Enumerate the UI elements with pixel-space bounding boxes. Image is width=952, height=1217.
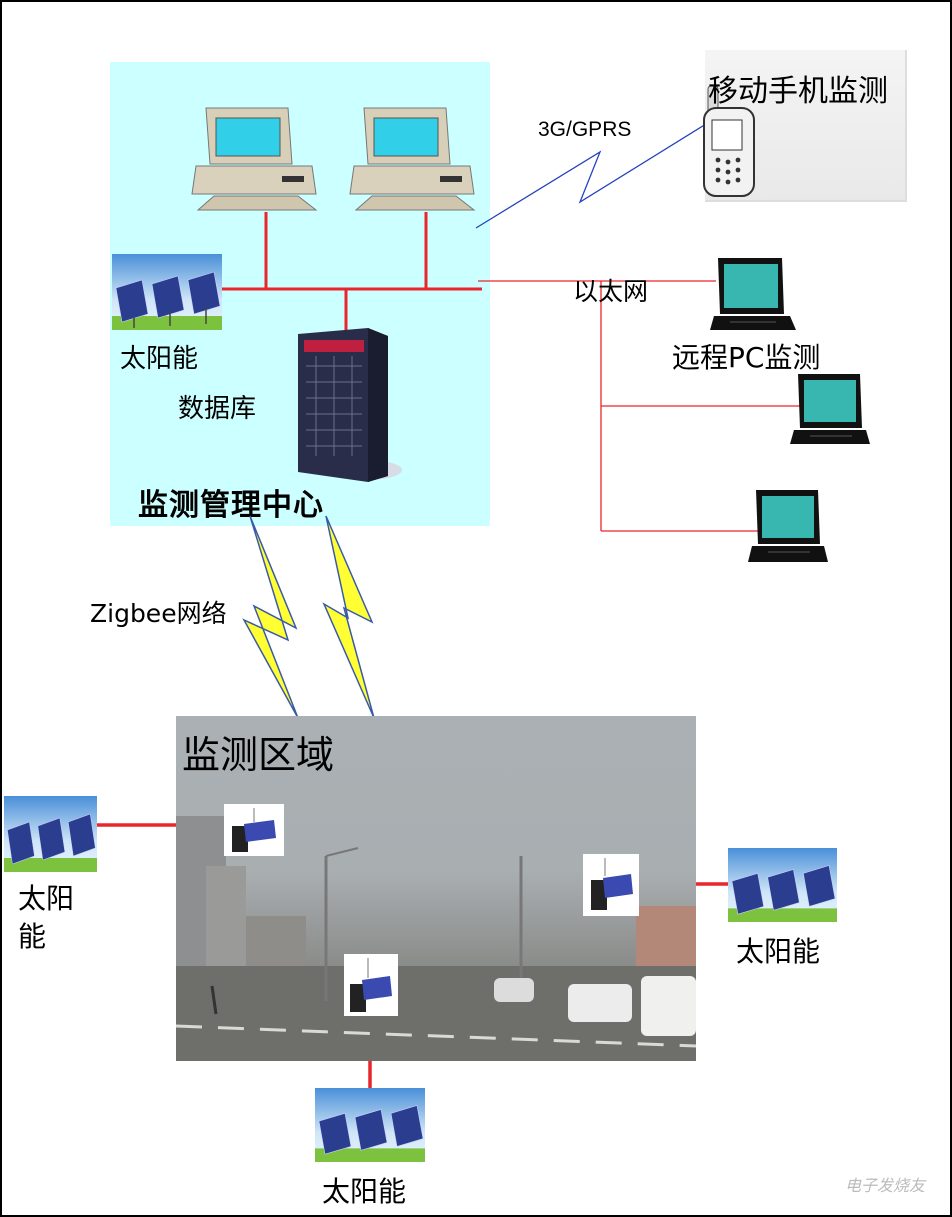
database-label: 数据库 — [178, 394, 257, 424]
lightning-icon — [322, 515, 375, 719]
gprs-link-label: 3G/GPRS — [538, 118, 632, 141]
pc-monitor-label: 远程PC监测 — [672, 341, 821, 374]
center-title: 监测管理中心 — [138, 488, 324, 523]
gprs-link-zigzag — [475, 123, 707, 229]
center-solar-label: 太阳能 — [120, 344, 199, 374]
ethernet-label: 以太网 — [573, 277, 649, 306]
field-solar-left-label: 太阳 能 — [18, 882, 75, 953]
solar-panel-icon — [4, 796, 97, 872]
monitoring-area-title: 监测区域 — [182, 733, 335, 777]
mobile-phone-icon — [703, 85, 755, 197]
sensor-node-icon — [344, 954, 398, 1016]
solar-panel-icon — [112, 254, 222, 330]
desktop-computer-icon — [191, 107, 318, 211]
solar-panel-icon — [315, 1088, 425, 1162]
desktop-computer-icon — [349, 107, 476, 211]
solar-panel-icon — [728, 848, 837, 922]
sensor-node-icon — [583, 854, 639, 916]
laptop-icon — [790, 374, 870, 444]
field-solar-right-label: 太阳能 — [736, 935, 821, 968]
server-rack-icon — [298, 328, 402, 482]
sensor-node-icon — [224, 804, 284, 856]
watermark: 电子发烧友 — [845, 1176, 926, 1195]
laptop-icon — [710, 258, 796, 330]
field-solar-bottom-label: 太阳能 — [322, 1175, 407, 1208]
zigbee-label: Zigbee网络 — [90, 599, 227, 628]
mobile-monitor-label: 移动手机监测 — [708, 74, 888, 109]
laptop-icon — [748, 490, 828, 562]
